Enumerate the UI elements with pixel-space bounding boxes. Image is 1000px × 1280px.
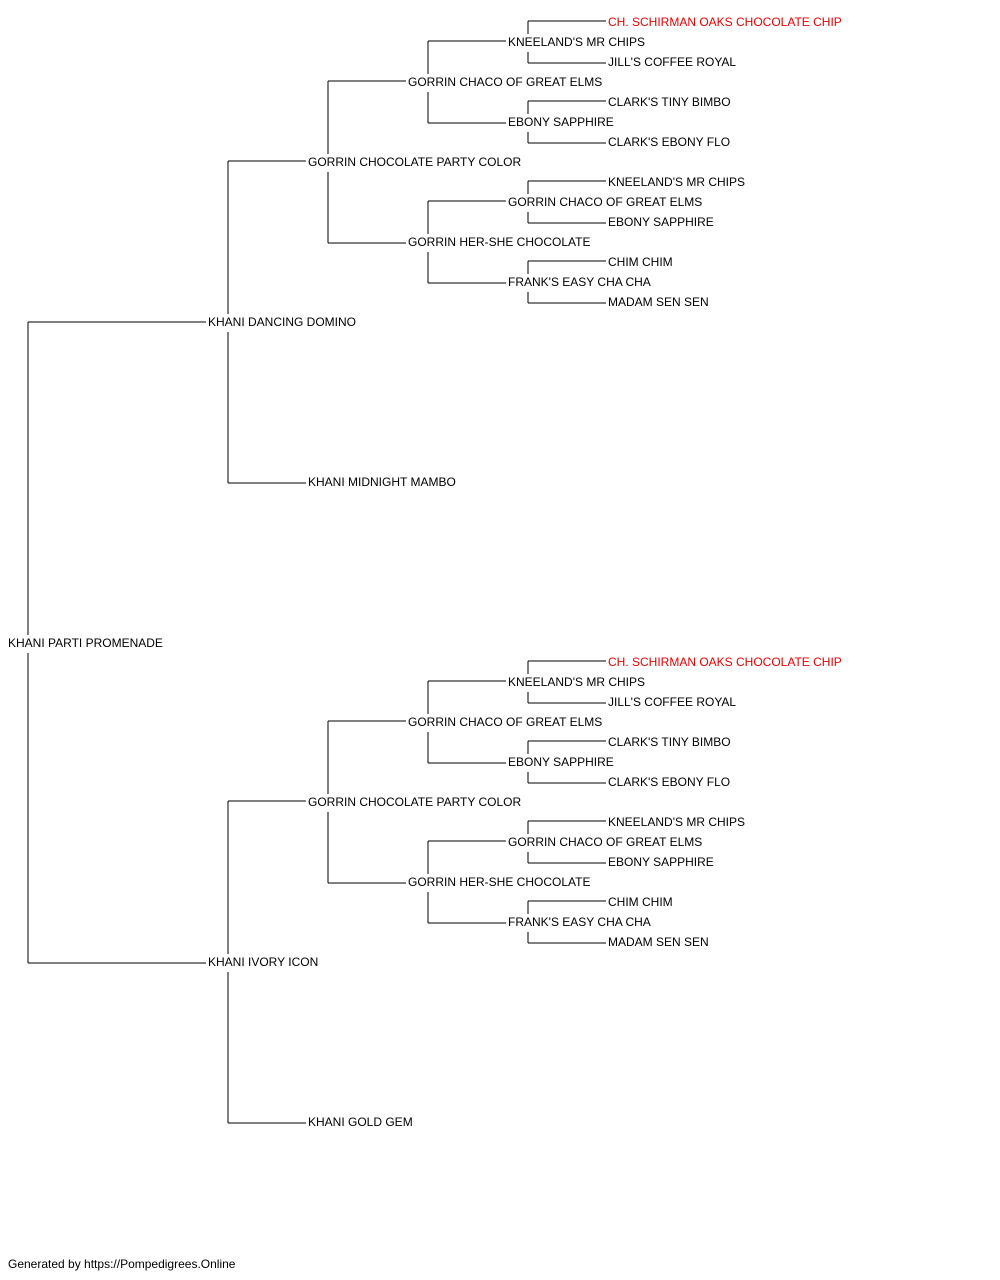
pedigree-node-gen0: KHANI PARTI PROMENADE [7,636,164,650]
pedigree-node-gen3: GORRIN HER-SHE CHOCOLATE [407,875,592,889]
pedigree-node-gen2: KHANI GOLD GEM [307,1115,414,1129]
pedigree-node-gen4: GORRIN CHACO OF GREAT ELMS [507,835,704,849]
pedigree-node-gen5: CH. SCHIRMAN OAKS CHOCOLATE CHIP [607,15,843,29]
pedigree-node-gen4: GORRIN CHACO OF GREAT ELMS [507,195,704,209]
pedigree-node-gen3: GORRIN CHACO OF GREAT ELMS [407,75,604,89]
pedigree-node-gen2: GORRIN CHOCOLATE PARTY COLOR [307,155,523,169]
pedigree-node-gen5: JILL'S COFFEE ROYAL [607,695,738,709]
footer-credit: Generated by https://Pompedigrees.Online [8,1257,236,1271]
pedigree-node-gen5: CHIM CHIM [607,895,674,909]
pedigree-node-gen5: JILL'S COFFEE ROYAL [607,55,738,69]
pedigree-node-gen5: KNEELAND'S MR CHIPS [607,815,746,829]
pedigree-node-gen3: GORRIN HER-SHE CHOCOLATE [407,235,592,249]
pedigree-node-gen5: CH. SCHIRMAN OAKS CHOCOLATE CHIP [607,655,843,669]
pedigree-node-gen5: KNEELAND'S MR CHIPS [607,175,746,189]
pedigree-node-gen3: GORRIN CHACO OF GREAT ELMS [407,715,604,729]
pedigree-node-gen4: KNEELAND'S MR CHIPS [507,675,646,689]
pedigree-node-gen2: GORRIN CHOCOLATE PARTY COLOR [307,795,523,809]
pedigree-node-gen4: FRANK'S EASY CHA CHA [507,915,652,929]
pedigree-node-gen2: KHANI MIDNIGHT MAMBO [307,475,457,489]
pedigree-node-gen1: KHANI IVORY ICON [207,955,320,969]
pedigree-node-gen4: KNEELAND'S MR CHIPS [507,35,646,49]
pedigree-node-gen4: EBONY SAPPHIRE [507,115,615,129]
pedigree-node-gen5: CLARK'S EBONY FLO [607,135,732,149]
pedigree-node-gen5: CLARK'S TINY BIMBO [607,95,732,109]
pedigree-node-gen4: FRANK'S EASY CHA CHA [507,275,652,289]
pedigree-node-gen5: CLARK'S EBONY FLO [607,775,732,789]
pedigree-node-gen5: CLARK'S TINY BIMBO [607,735,732,749]
pedigree-node-gen4: EBONY SAPPHIRE [507,755,615,769]
pedigree-node-gen5: CHIM CHIM [607,255,674,269]
pedigree-node-gen5: EBONY SAPPHIRE [607,855,715,869]
pedigree-node-gen5: EBONY SAPPHIRE [607,215,715,229]
pedigree-node-gen5: MADAM SEN SEN [607,935,710,949]
pedigree-node-gen1: KHANI DANCING DOMINO [207,315,358,329]
pedigree-node-gen5: MADAM SEN SEN [607,295,710,309]
